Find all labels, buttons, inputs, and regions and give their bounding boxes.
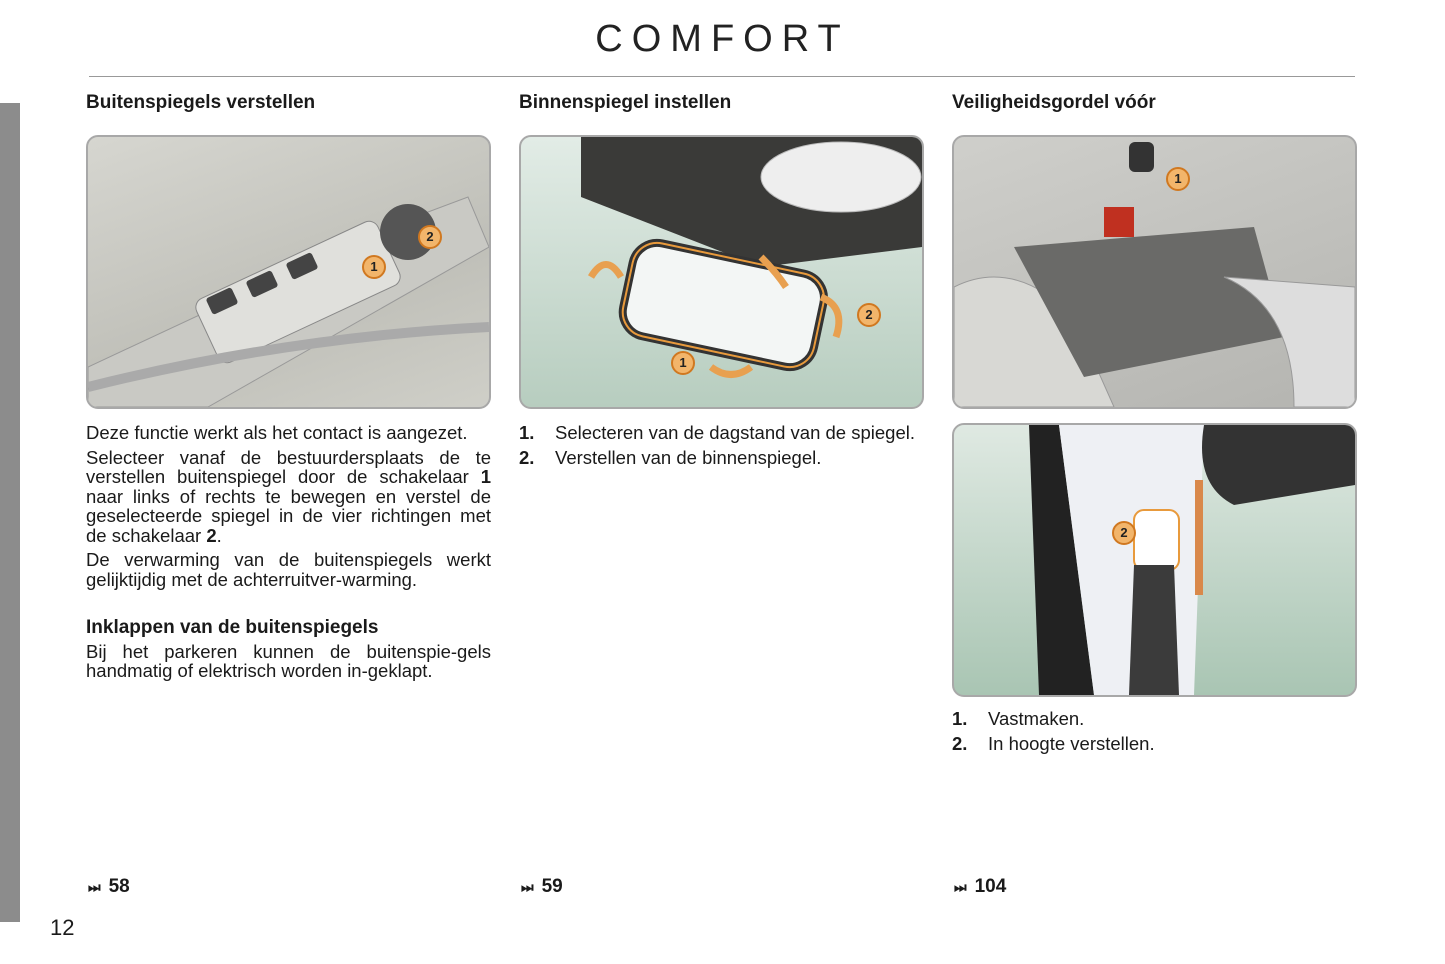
door-switch-illustration: 1 2 bbox=[86, 135, 491, 409]
instruction-list: 1.Vastmaken. 2.In hoogte verstellen. bbox=[952, 709, 1357, 753]
callout-2: 2 bbox=[857, 303, 881, 327]
mirror-drawing bbox=[581, 137, 922, 378]
door-switch-drawing bbox=[88, 196, 489, 407]
section-heading: Veiligheidsgordel vóór bbox=[952, 92, 1156, 113]
section-heading: Buitenspiegels verstellen bbox=[86, 92, 316, 113]
next-track-icon: ⏭ bbox=[521, 879, 534, 895]
callout-1: 1 bbox=[362, 255, 386, 279]
body-text: De verwarming van de buitenspiegels werk… bbox=[86, 549, 491, 590]
height-adjuster-drawing bbox=[1029, 425, 1355, 695]
list-item: 2.In hoogte verstellen. bbox=[952, 732, 1155, 754]
page-number: 12 bbox=[50, 915, 75, 940]
body-text: Bij het parkeren kunnen de buitenspie-ge… bbox=[86, 640, 491, 681]
page-reference-link[interactable]: ⏭104 bbox=[954, 876, 1007, 897]
body-text: Selecteer vanaf de bestuurdersplaats de … bbox=[86, 446, 491, 546]
callout-2: 2 bbox=[418, 225, 442, 249]
header-divider bbox=[89, 76, 1355, 77]
column-veiligheidsgordel: Veiligheidsgordel vóór 1 2 1.Vastmaken. … bbox=[952, 92, 1357, 758]
page-title: COMFORT bbox=[595, 18, 850, 60]
subheading: Inklappen van de buitenspiegels bbox=[86, 617, 379, 638]
seatbelt-height-illustration: 2 bbox=[952, 423, 1357, 697]
instruction-list: 1.Selecteren van de dagstand van de spie… bbox=[519, 423, 924, 467]
callout-1: 1 bbox=[671, 351, 695, 375]
section-tab-bar bbox=[0, 103, 20, 922]
page-reference-link[interactable]: ⏭59 bbox=[521, 876, 563, 897]
page-reference-link[interactable]: ⏭58 bbox=[88, 876, 130, 897]
next-track-icon: ⏭ bbox=[88, 879, 101, 895]
callout-2: 2 bbox=[1112, 521, 1136, 545]
list-item: 2.Verstellen van de binnenspiegel. bbox=[519, 446, 822, 468]
callout-1: 1 bbox=[1166, 167, 1190, 191]
seatbelt-buckle-illustration: 1 bbox=[952, 135, 1357, 409]
rearview-mirror-illustration: 1 2 bbox=[519, 135, 924, 409]
buckle-drawing bbox=[954, 142, 1355, 407]
section-heading: Binnenspiegel instellen bbox=[519, 92, 732, 113]
body-text: Deze functie werkt als het contact is aa… bbox=[86, 422, 468, 443]
next-track-icon: ⏭ bbox=[954, 879, 967, 895]
list-item: 1.Selecteren van de dagstand van de spie… bbox=[519, 422, 915, 443]
column-binnenspiegel: Binnenspiegel instellen 1 2 1.Selecteren… bbox=[519, 92, 924, 472]
list-item: 1.Vastmaken. bbox=[952, 708, 1085, 729]
column-buitenspiegels: Buitenspiegels verstellen 1 2 Deze funct… bbox=[86, 92, 491, 686]
